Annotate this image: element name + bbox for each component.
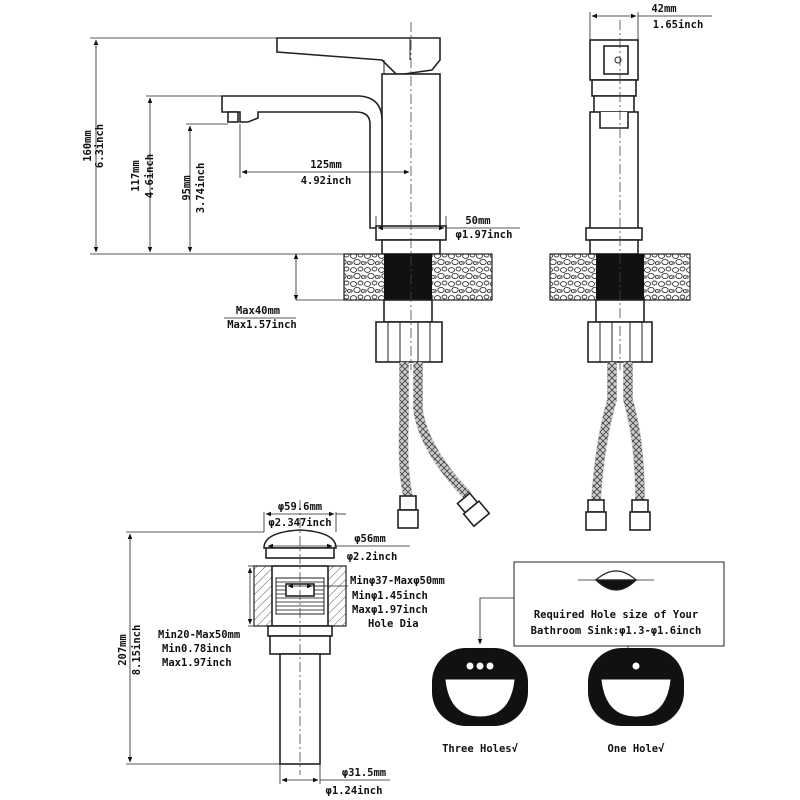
- sink-hole-info-line1: Required Hole size of Your: [534, 609, 698, 621]
- hose-left-side: [591, 362, 617, 501]
- dim-flange-dia-mm: φ56mm: [354, 533, 386, 545]
- dim-height-95-mm: 95mm: [181, 175, 193, 200]
- pop-up-drain: φ59.6mm φ2.347inch φ56mm φ2.2inch Minφ37…: [117, 500, 445, 797]
- dim-hole-min-in: Minφ1.45inch: [352, 590, 428, 602]
- dim-side-width-mm: 42mm: [651, 3, 676, 15]
- dim-height-160-in: 6.3inch: [94, 124, 106, 168]
- faucet-spout: [221, 95, 383, 229]
- dim-drain-height-mm: 207mm: [117, 634, 129, 666]
- dim-side-width-in: 1.65inch: [653, 19, 704, 31]
- dim-hole-max-in: Maxφ1.97inch: [352, 604, 428, 616]
- dim-tail-dia-in: φ1.24inch: [326, 785, 383, 797]
- faucet-side-view: 42mm 1.65inch: [549, 3, 712, 531]
- faucet-handle: [276, 37, 441, 75]
- faucet-front-view: 160mm 6.3inch 117mm 4.6inch 95mm 3.74inc…: [82, 22, 520, 529]
- dim-max-deck-mm: Max40mm: [236, 305, 280, 317]
- dim-thickness-mm: Min20-Max50mm: [158, 629, 240, 641]
- dim-cap-dia-in: φ2.347inch: [268, 517, 331, 529]
- dim-reach-in: 4.92inch: [301, 175, 352, 187]
- dim-height-117-mm: 117mm: [130, 160, 142, 192]
- hose-right-front: [413, 362, 472, 500]
- one-hole-label: One Hole√: [608, 743, 666, 755]
- dim-base-dia-in: φ1.97inch: [456, 229, 513, 241]
- dim-hole-range-mm: Minφ37-Maxφ50mm: [350, 575, 445, 587]
- sink-hole-info: Required Hole size of Your Bathroom Sink…: [432, 561, 725, 755]
- drain-tailpiece: [279, 653, 321, 765]
- dim-drain-height-in: 8.15inch: [131, 625, 143, 676]
- one-hole-basin: [588, 648, 684, 726]
- hose-right-side: [623, 362, 645, 501]
- dim-thickness-max-in: Max1.97inch: [162, 657, 232, 669]
- three-holes-label: Three Holes√: [442, 743, 519, 755]
- hose-nut-right: [462, 499, 491, 528]
- dim-tail-dia-mm: φ31.5mm: [342, 767, 386, 779]
- dim-cap-dia-mm: φ59.6mm: [278, 501, 322, 513]
- side-body: [589, 111, 639, 231]
- hose-nut-left: [397, 509, 419, 529]
- hose-left-front: [399, 362, 413, 498]
- dim-height-160-mm: 160mm: [82, 130, 94, 162]
- dim-height-117-in: 4.6inch: [144, 154, 156, 198]
- dim-hole-label: Hole Dia: [368, 618, 419, 630]
- sink-hole-info-line2: Bathroom Sink:φ1.3-φ1.6inch: [531, 625, 702, 637]
- mounting-washer-front: [383, 299, 433, 323]
- mounting-nut-front: [375, 321, 443, 363]
- dim-height-95-in: 3.74inch: [195, 163, 207, 214]
- three-hole-basin: [432, 648, 528, 726]
- mounting-shank-front: [384, 254, 432, 300]
- spout-aerator: [227, 111, 239, 123]
- dim-flange-dia-in: φ2.2inch: [347, 551, 398, 563]
- dim-reach-mm: 125mm: [310, 159, 342, 171]
- dim-max-deck-in: Max1.57inch: [227, 319, 297, 331]
- dim-thickness-min-in: Min0.78inch: [162, 643, 232, 655]
- dim-base-dia-mm: 50mm: [465, 215, 490, 227]
